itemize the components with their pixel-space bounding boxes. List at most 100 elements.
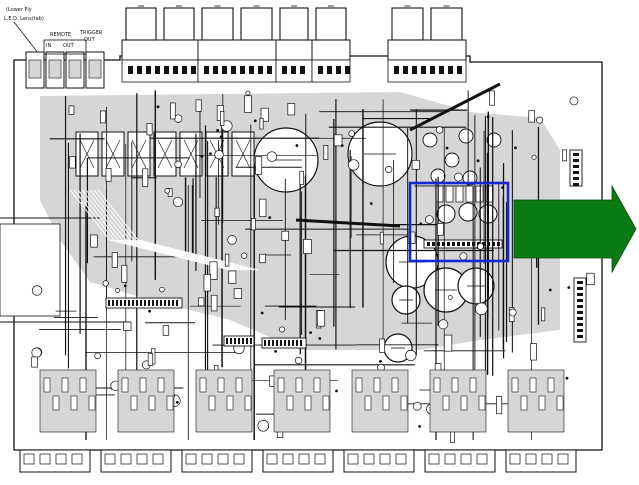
header-pin (457, 242, 460, 246)
edge-pin (577, 281, 583, 284)
channel-part (43, 377, 51, 393)
resistor (407, 231, 416, 244)
terminal-cell (347, 453, 359, 465)
header-pin (447, 242, 450, 246)
pad (282, 66, 287, 74)
rca-jack (279, 7, 309, 41)
ic-pin (272, 340, 274, 346)
small-part (435, 126, 444, 134)
resistor (68, 105, 75, 115)
channel-part (451, 377, 459, 393)
pad (300, 66, 305, 74)
channel-part (277, 377, 285, 393)
resistor (260, 107, 269, 122)
ic-pin (268, 340, 270, 346)
header-pin (467, 242, 470, 246)
relay-mark (235, 139, 251, 169)
ic-pin (250, 338, 252, 344)
pad (137, 66, 142, 74)
channel-part (382, 395, 390, 411)
channel-part (235, 377, 243, 393)
resistor (220, 111, 225, 126)
channel-part (199, 377, 207, 393)
ic-pin (238, 338, 240, 344)
edge-pin (577, 305, 583, 308)
channel-part (442, 395, 450, 411)
heavy-trace (409, 82, 501, 132)
pad (155, 66, 160, 74)
header-pin (427, 242, 430, 246)
via (565, 376, 569, 380)
small-part (477, 242, 484, 250)
via (253, 119, 257, 123)
resistor (281, 230, 289, 241)
small-part (438, 319, 449, 330)
ic-pin (246, 338, 248, 344)
resistor (31, 356, 38, 368)
channel-part (511, 377, 519, 393)
via (486, 115, 490, 119)
small-part (569, 96, 579, 106)
terminal-cell (298, 453, 310, 465)
resistor (303, 239, 312, 254)
via (514, 146, 517, 150)
small-part (347, 159, 360, 171)
via (274, 349, 278, 353)
resistor (496, 395, 503, 415)
pad (240, 66, 245, 74)
resistor (316, 310, 326, 327)
channel-part (88, 395, 96, 411)
trigger-out-label: OUT (84, 37, 96, 43)
pad (412, 66, 417, 74)
channel-part (226, 395, 234, 411)
pad (164, 66, 169, 74)
small-part (278, 326, 285, 333)
pad (182, 66, 187, 74)
channel-part (166, 395, 174, 411)
mini-jack-core (48, 59, 62, 79)
small-part (164, 188, 171, 194)
ic-pin (164, 300, 166, 306)
pad (222, 66, 227, 74)
small-part (31, 347, 42, 358)
ic-pin (160, 300, 162, 306)
channel-part (460, 395, 468, 411)
pad (191, 66, 196, 74)
connector-base (197, 39, 277, 61)
pad (267, 66, 272, 74)
top-connector-groups (121, 5, 467, 83)
small-part (447, 295, 453, 300)
rca-jack (240, 7, 273, 41)
resistor (198, 297, 205, 307)
pad (327, 66, 332, 74)
small-part (453, 172, 463, 182)
channel-part (355, 377, 363, 393)
pad (249, 66, 254, 74)
channel-part (148, 395, 156, 411)
header-pin (432, 242, 435, 246)
resistor (287, 103, 296, 116)
resistor (379, 231, 384, 245)
ribbon-trace (85, 189, 247, 271)
edge-pin (573, 165, 579, 168)
remote-trigger-jacks (25, 39, 105, 89)
channel-part (469, 377, 477, 393)
channel-part (295, 377, 303, 393)
ic-pin (284, 340, 286, 346)
header-pin (482, 242, 485, 246)
pad (336, 66, 341, 74)
resistor (530, 343, 537, 361)
mini-jack-core (68, 59, 82, 79)
ribbon-trace (93, 189, 255, 271)
header-pin (452, 242, 455, 246)
channel-part (139, 377, 147, 393)
via (148, 309, 152, 313)
connector-footprint (197, 59, 277, 83)
resistor (228, 270, 237, 284)
resistor (244, 95, 252, 113)
via (501, 186, 505, 189)
resistor (210, 294, 218, 312)
channel-part (556, 395, 564, 411)
terminal-cell (525, 453, 537, 465)
connector-base (121, 39, 199, 61)
